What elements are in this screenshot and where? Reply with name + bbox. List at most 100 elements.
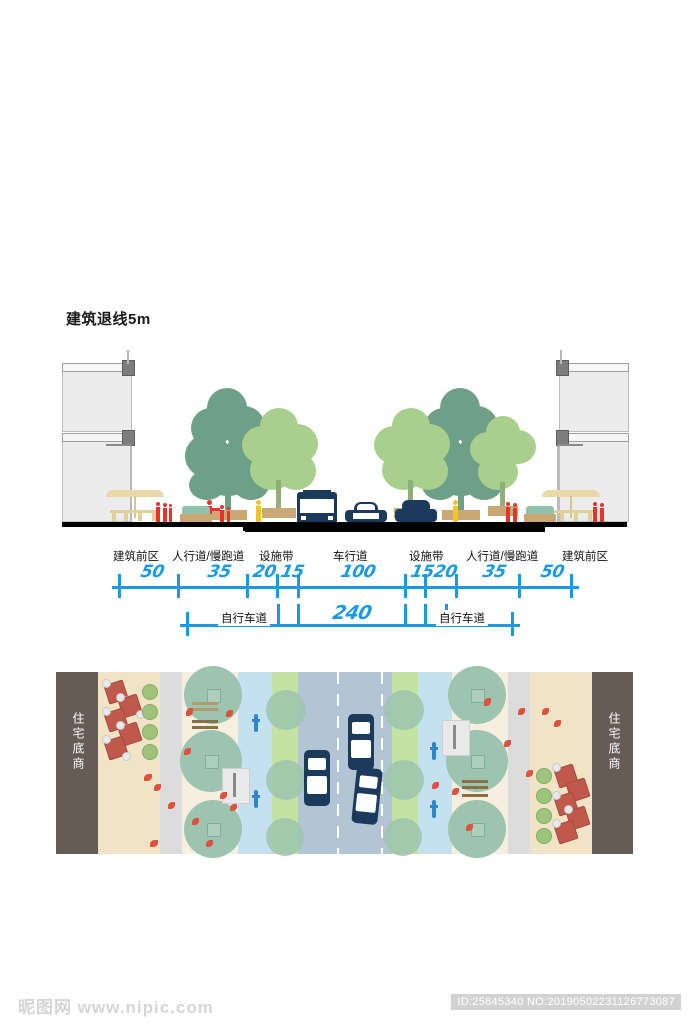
plan-marker-1 [144,774,152,781]
dim-tick-l2 [297,604,300,626]
plan-cafe-cluster-right [534,763,591,850]
plan-car-1 [304,750,330,806]
plan-marker-2 [154,784,161,791]
plan-bench-left-2 [192,708,218,711]
plan-tree-left-1-marker [207,689,221,703]
plan-marker-11 [518,708,525,715]
dim-tick-u9-cross [564,586,579,589]
plan-tree-left-2-marker [205,755,219,769]
plan-marker-16 [504,740,511,747]
plan-marker-10 [230,804,237,811]
plan-marker-8 [206,840,213,847]
plan-tree-green-right-3 [384,818,422,856]
plan-band-sidewalk-left [160,672,182,854]
dim-value-3: 15 [278,562,306,582]
dim-tick-l3 [404,604,407,626]
plan-tree-green-right-2 [384,760,424,800]
plan-cyclist-right-1 [430,742,438,760]
dimension-line-upper [118,586,572,589]
plan-bus-stop-left [222,768,250,804]
dimension-line-lower [186,624,514,627]
plan-tree-left-3-marker [207,823,221,837]
plan-bench-right-3 [462,794,488,797]
plan-marker-12 [542,708,549,715]
dim-label-2: 设施带 [259,551,294,563]
dim-tick-u6-cross [418,586,433,589]
dim-tick-u0-cross [112,586,127,589]
right-building-downpipe [557,444,559,522]
hedge-planter-left [180,506,212,522]
street-plan-view: 住宅底商 住宅底商 [56,666,633,858]
dim-value-0: 50 [138,562,166,582]
dim-value-2: 20 [250,562,278,582]
watermark-site: 昵图网 www.nipic.com [18,998,214,1017]
dim-tick-l4 [424,604,427,626]
deciduous-tree-far-right [470,416,536,520]
pedestrian-group-right-b [592,502,608,522]
plan-bench-left-3 [192,720,218,723]
right-building-slab-top [559,363,629,372]
plan-label-building-left: 住宅底商 [71,712,85,772]
dim-tick-u4-cross [291,586,306,589]
dim-label-0: 建筑前区 [113,551,159,563]
dim-value-4: 100 [338,562,378,582]
plan-band-building-right [592,672,633,854]
plan-tree-green-left-3 [266,818,304,856]
plan-marker-7 [192,818,199,825]
plan-marker-19 [452,788,459,795]
cafe-seating-left [104,490,166,522]
left-building-canopy-edge [106,444,132,446]
right-building-facade-upper [559,368,629,432]
right-building-slab-mid [559,433,629,442]
pedestrian-yellow-left [255,500,263,522]
dim-tick-l6-cross [505,624,520,627]
hedge-planter-right [524,506,556,522]
dim-tick-l0-cross [180,624,195,627]
plan-marker-4 [150,840,158,847]
left-building-facade-lower [62,438,132,522]
plan-cafe-cluster-left [102,679,158,766]
plan-bus-stop-left-post [233,773,236,797]
plan-band-sidewalk-right [508,672,530,854]
pedestrian-yellow-right [452,500,460,522]
dim-tick-u3-cross [270,586,285,589]
left-building-facade-upper [62,368,132,432]
vehicle-suv [395,500,437,522]
plan-bus-stop-right-post [453,725,456,749]
plan-bench-left-4 [192,726,218,729]
plan-bench-left-1 [192,702,218,705]
plan-tree-right-1-marker [471,689,485,703]
plan-car-2 [348,714,374,770]
plan-marker-13 [554,720,561,727]
plan-marker-18 [432,782,439,789]
dim-value-7: 35 [480,562,508,582]
dim-value-8: 50 [538,562,566,582]
dim-tick-l1 [277,604,280,626]
plan-cyclist-left-1 [252,714,260,732]
deciduous-tree-left [240,408,318,520]
page-title: 建筑退线5m [66,311,151,328]
plan-cyclist-right-2 [430,800,438,818]
ground-line-road [245,527,545,532]
dim-tick-u1-cross [171,586,186,589]
plan-tree-right-3 [448,800,506,858]
bike-lane-label-right: 自行车道 [436,610,488,626]
plan-tree-green-right-1 [384,690,424,730]
left-building-mullion [127,350,129,364]
plan-bench-right-2 [462,786,488,789]
dim-label-8: 建筑前区 [562,551,608,563]
pedestrian-group-right-a [505,502,521,522]
plan-tree-green-left-2 [266,760,306,800]
plan-bench-right-1 [462,780,488,783]
plan-tree-right-2-marker [471,755,485,769]
left-building-downpipe [130,444,132,522]
dim-label-6: 设施带 [409,551,444,563]
dim-tick-u7-cross [449,586,464,589]
dim-value-1: 35 [205,562,233,582]
plan-marker-17 [466,824,473,831]
plan-label-building-right: 住宅底商 [607,712,621,772]
plan-marker-9 [220,792,227,799]
dim-label-7: 人行道/慢跑道 [466,551,539,563]
plan-marker-15 [484,698,491,706]
deciduous-tree-right [372,408,450,520]
